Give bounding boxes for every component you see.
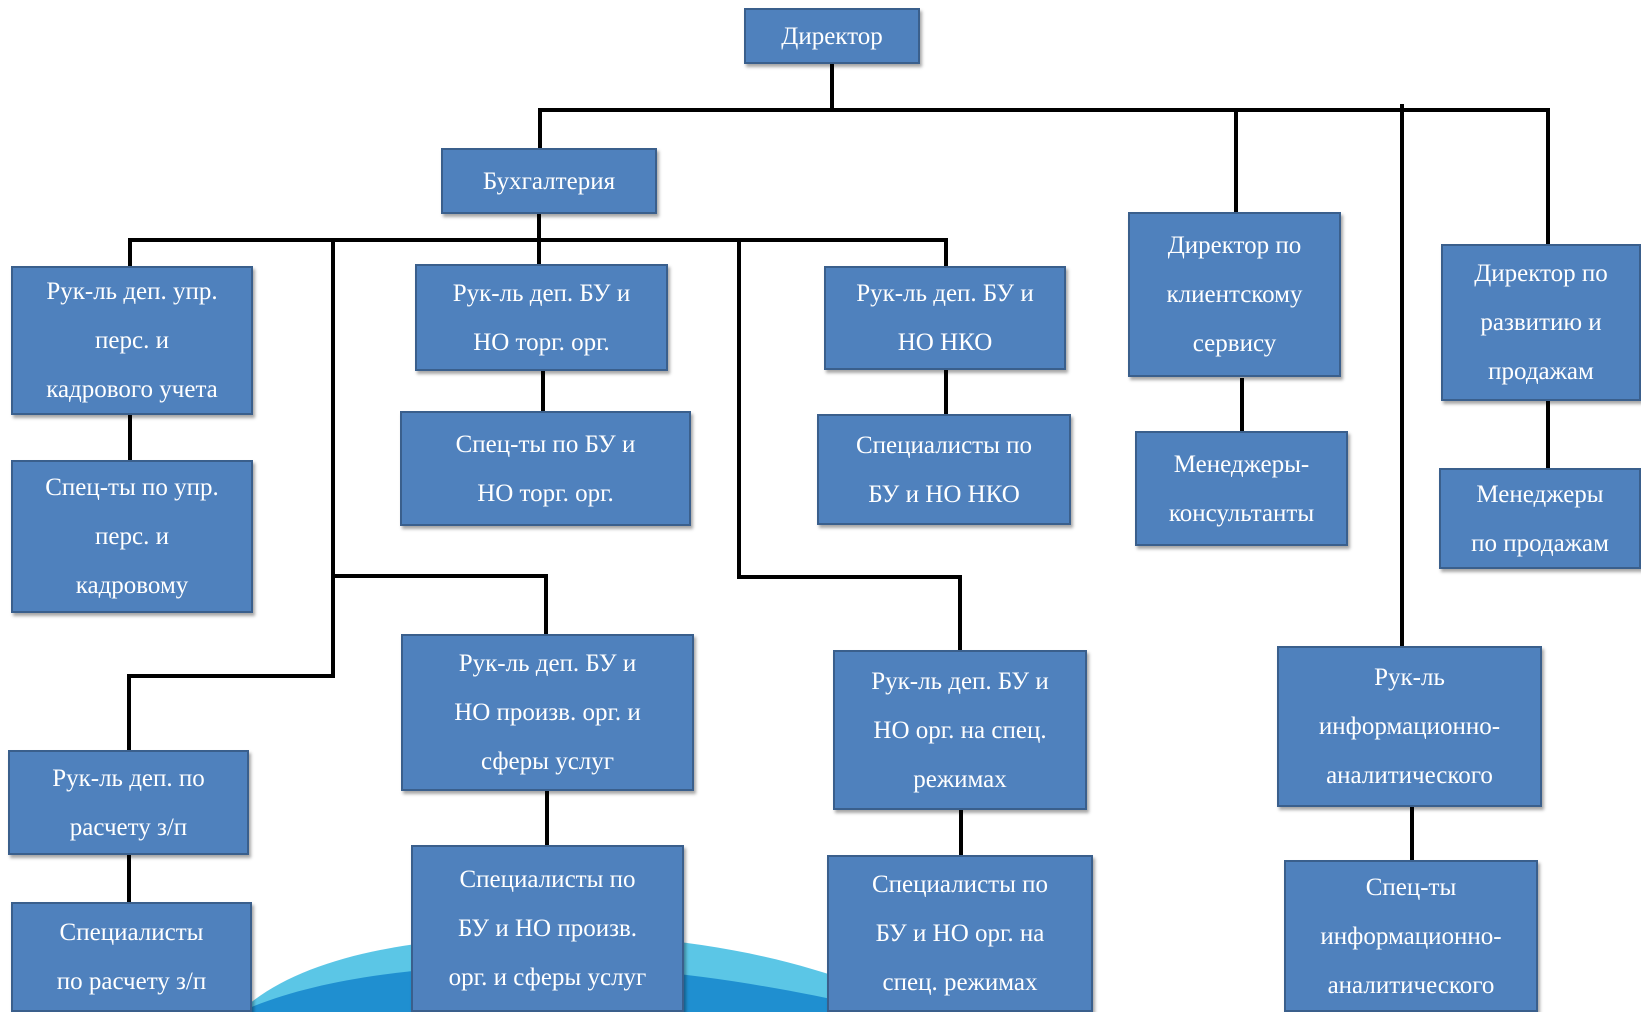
node-trade-specialists: Спец-ты по БУ и НО торг. орг. (400, 411, 691, 526)
node-hr-specialists: Спец-ты по упр. перс. и кадровому (11, 460, 253, 613)
node-text-line: Менеджеры (1476, 480, 1604, 508)
node-sales-managers: Менеджеры по продажам (1439, 468, 1641, 569)
node-text-line: развитию и (1480, 309, 1602, 336)
node-text-line: продажам (1488, 358, 1594, 385)
node-payroll-specialists: Специалисты по расчету з/п (11, 902, 252, 1012)
node-text-line: Специалисты (59, 919, 204, 946)
node-text-line: Рук-ль деп. по (52, 764, 205, 792)
node-text-line: информационно- (1318, 713, 1501, 740)
node-production-specialists: Специалисты по БУ и НО произв. орг. и сфер… (411, 845, 684, 1012)
node-text-line: Рук-ль деп. упр. (46, 278, 218, 305)
node-text-line: НО торг. орг. (473, 328, 610, 356)
node-text-line: кадровому (75, 572, 189, 599)
node-text-line: перс. и (95, 523, 169, 550)
node-text-line: Директор (781, 22, 883, 50)
node-text-line: спец. режимах (882, 969, 1038, 996)
node-accounting: Бухгалтерия (441, 148, 657, 214)
node-trade-head: Рук-ль деп. БУ и НО торг. орг. (415, 264, 668, 371)
node-text-line: консультанты (1168, 499, 1315, 527)
node-text-line: Спец-ты (1365, 873, 1457, 901)
node-special-regime-head: Рук-ль деп. БУ и НО орг. на спец. режимах (833, 650, 1087, 810)
node-text-line: сферы услуг (480, 748, 615, 775)
node-text-line: БУ и НО произв. (457, 915, 638, 942)
node-text-line: аналитического (1327, 971, 1495, 999)
node-text-line: НО произв. орг. и (454, 699, 641, 726)
node-analytics-specialists: Спец-ты информационно-аналитического (1284, 860, 1538, 1012)
node-text-line: Директор по (1474, 260, 1608, 287)
node-analytics-head: Рук-ль информационно-аналитического (1277, 646, 1542, 807)
node-text-line: Менеджеры- (1173, 450, 1310, 478)
node-nko-head: Рук-ль деп. БУ и НО НКО (824, 266, 1066, 370)
node-text-line: по расчету з/п (56, 968, 207, 995)
node-text-line: по продажам (1471, 529, 1609, 557)
node-consultants: Менеджеры-консультанты (1135, 431, 1348, 546)
node-text-line: Спец-ты по упр. (45, 474, 219, 501)
node-text-line: Спец-ты по БУ и (455, 430, 636, 458)
node-text-line: Рук-ль (1374, 664, 1445, 691)
node-text-line: информационно- (1320, 922, 1502, 950)
node-text-line: НО НКО (897, 329, 993, 356)
node-text-line: кадрового учета (46, 376, 218, 403)
node-text-line: Специалисты по (871, 871, 1049, 898)
node-text-line: БУ и НО орг. на (875, 920, 1045, 947)
node-text-line: Рук-ль деп. БУ и (452, 279, 631, 307)
node-text-line: Рук-ль деп. БУ и (871, 667, 1049, 695)
node-client-service-director: Директор по клиентскому сервису (1128, 212, 1341, 377)
node-special-regime-specialists: Специалисты по БУ и НО орг. на спец. режим… (827, 855, 1093, 1012)
node-director: Директор (744, 8, 920, 64)
node-development-sales-director: Директор по развитию и продажам (1441, 244, 1641, 401)
node-payroll-head: Рук-ль деп. по расчету з/п (8, 750, 249, 855)
node-text-line: НО орг. на спец. (873, 716, 1047, 744)
node-text-line: режимах (913, 765, 1007, 793)
node-text-line: Бухгалтерия (482, 167, 616, 195)
node-text-line: Директор по (1167, 232, 1302, 259)
node-text-line: клиентскому (1166, 281, 1303, 308)
node-text-line: расчету з/п (69, 813, 188, 841)
node-text-line: сервису (1192, 330, 1277, 357)
node-production-head: Рук-ль деп. БУ и НО произв. орг. и сферы у… (401, 634, 694, 791)
node-hr-head: Рук-ль деп. упр. перс. и кадрового учета (11, 266, 253, 415)
node-text-line: Рук-ль деп. БУ и (458, 650, 637, 677)
node-text-line: орг. и сферы услуг (448, 964, 647, 991)
node-text-line: Рук-ль деп. БУ и (856, 280, 1034, 307)
node-nko-specialists: Специалисты по БУ и НО НКО (817, 414, 1071, 525)
node-text-line: перс. и (95, 327, 169, 354)
node-text-line: аналитического (1326, 762, 1493, 789)
node-text-line: НО торг. орг. (477, 479, 614, 507)
node-text-line: БУ и НО НКО (868, 480, 1020, 508)
node-text-line: Специалисты по (855, 431, 1033, 459)
node-text-line: Специалисты по (459, 866, 636, 893)
